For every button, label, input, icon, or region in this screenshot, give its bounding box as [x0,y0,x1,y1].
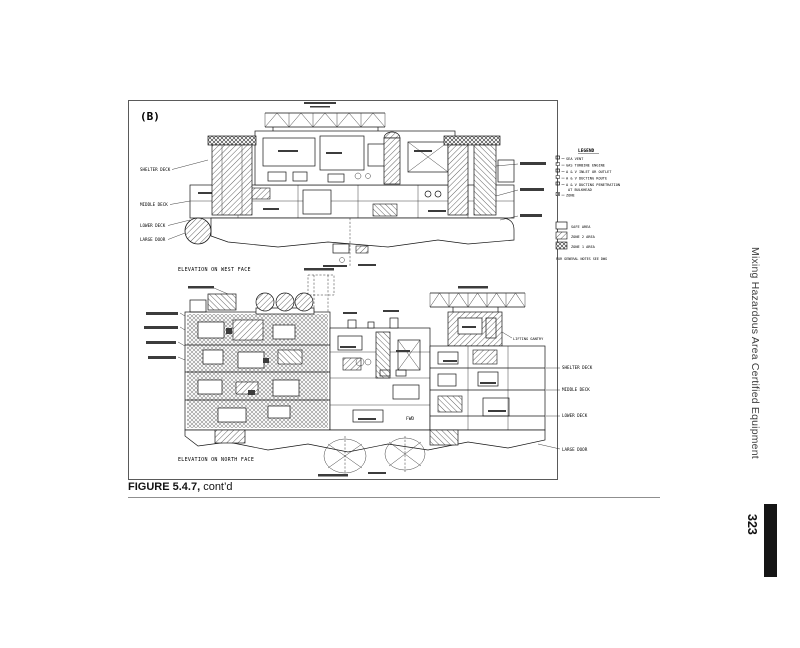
chapter-thumb-tab [764,504,777,577]
legend-area: SAFE AREA [571,225,591,229]
west-hull [210,217,515,248]
fwd-label: FWD [406,416,414,422]
legend-area: ZONE 1 AREA [571,245,596,249]
west-sponson [184,217,212,245]
legend-note: FOR GENERAL NOTES SEE DWG [556,257,607,261]
north-elevation-title: ELEVATION ON NORTH FACE [178,457,254,463]
figure-sublabel: (B) [140,110,160,123]
caption-rule [128,497,660,498]
deck-label: LARGE DOOR [140,237,166,242]
north-elevation: LIFTING GANTRY FWD SHELTER DECK MIDDLE D… [144,268,593,477]
deck-label: LARGE DOOR [562,447,588,452]
west-elevation: SHELTER DECK MIDDLE DECK LOWER DECK LARG… [140,102,546,273]
legend-item: SEA VENT [566,157,584,161]
west-elevation-title: ELEVATION ON WEST FACE [178,267,251,273]
west-right-tower-a [447,144,469,216]
legend-area: ZONE 2 AREA [571,235,596,239]
west-exhaust-stack [383,137,401,185]
running-head-vertical: Mixing Hazardous Area Certified Equipmen… [749,247,761,459]
figure-5-4-7: (B) [128,100,620,480]
legend-item: A & V DUCTING PENETRATION [566,183,620,187]
legend-item: AT BULKHEAD [568,188,592,192]
north-lifting-gantry [429,286,526,312]
deck-label: LOWER DECK [562,413,588,418]
figure-border [128,100,558,480]
page-number: 323 [745,514,759,535]
legend-item: A & V DUCTING ROUTE [566,177,607,181]
deck-label: MIDDLE DECK [140,202,168,207]
vent-fan [275,292,295,312]
west-left-tower [211,144,253,216]
legend-item: GAS TURBINE ENGINE [566,164,605,168]
legend: LEGEND SEA VENT GAS TURBINE ENGINE A & V… [555,148,620,261]
west-right-tower-b [473,144,497,216]
west-exhaust-dome [383,131,401,139]
legend-item: A & V INLET OR OUTLET [566,170,612,174]
figure-caption-number: FIGURE 5.4.7, [128,481,201,493]
vent-fan [255,292,275,312]
gantry-label: LIFTING GANTRY [513,337,544,341]
legend-item: ZONE [566,194,575,198]
deck-label: SHELTER DECK [562,365,593,370]
davit-swing-arcs [323,436,426,476]
figure-caption-text: cont’d [200,481,233,493]
deck-label: SHELTER DECK [140,167,171,172]
deck-label: MIDDLE DECK [562,387,590,392]
figure-caption: FIGURE 5.4.7, cont’d [128,481,233,493]
legend-title: LEGEND [578,148,595,154]
west-lifting-gantry [264,102,386,131]
vent-fan [294,292,314,312]
deck-label: LOWER DECK [140,223,166,228]
